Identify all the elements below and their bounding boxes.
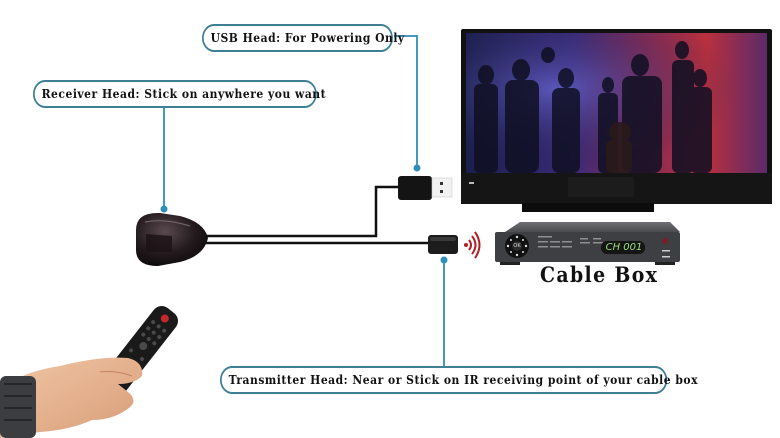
ir-signal-icon: [464, 231, 481, 259]
transmitter-head-callout: Transmitter Head: Near or Stick on IR re…: [220, 366, 697, 394]
cable-box-display: CH 001: [605, 242, 643, 253]
connector-dots: [160, 164, 448, 264]
tv-illustration: [461, 29, 772, 212]
connector-lines: [163, 35, 445, 366]
usb-head-illustration: [398, 176, 453, 200]
cables: [205, 185, 430, 245]
cable-box-illustration: [495, 222, 680, 265]
cable-box-label: Cable Box: [540, 262, 659, 287]
transmitter-head-illustration: [428, 235, 458, 254]
receiver-head-illustration: [136, 212, 208, 266]
usb-head-callout: USB Head: For Powering Only: [202, 24, 404, 52]
cable-box-ok-button: OK: [513, 243, 521, 249]
receiver-head-callout: Receiver Head: Stick on anywhere you wan…: [33, 80, 326, 108]
hand-with-remote-illustration: [0, 306, 178, 438]
